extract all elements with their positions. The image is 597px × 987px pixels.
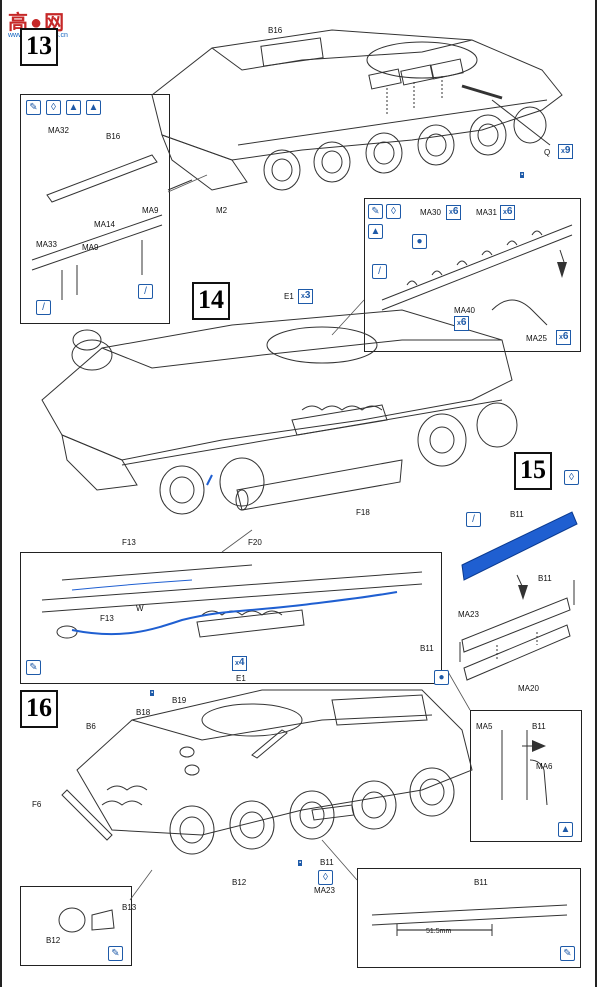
quantity-badge: x9 xyxy=(558,144,574,159)
glue-icon: ✎ xyxy=(26,100,41,115)
part-label: MA9 xyxy=(142,206,159,215)
inset-box-step13-right xyxy=(364,198,581,352)
right-arrow-icon xyxy=(532,740,546,752)
part-label: MA23 xyxy=(458,610,479,619)
quantity-badge: x4 xyxy=(232,656,248,671)
part-label: E1 xyxy=(236,674,246,683)
part-label: B19 xyxy=(172,696,187,705)
quantity-badge: x6 xyxy=(556,330,572,345)
reference-tag: ▪ xyxy=(298,860,303,866)
inset-box-step15-detail xyxy=(470,710,582,842)
step-number-14: 14 xyxy=(192,282,230,320)
part-label: B13 xyxy=(122,903,137,912)
bend-icon: ▲ xyxy=(66,100,81,115)
wire-highlight-blue xyxy=(71,591,398,636)
quantity-badge: x3 xyxy=(298,289,314,304)
detail-drawing-step16-insets xyxy=(58,904,568,936)
glue-icon: ✎ xyxy=(560,946,575,961)
part-label: MA5 xyxy=(476,722,493,731)
part-label: F13 xyxy=(122,538,136,547)
detail-drawing-step13-right xyxy=(381,224,573,326)
photo-etch-icon: / xyxy=(138,284,153,299)
part-label: F20 xyxy=(248,538,262,547)
part-label: M2 xyxy=(216,206,228,215)
part-label: B16 xyxy=(106,132,121,141)
part-label: F13 xyxy=(100,614,114,623)
bend-icon: ▲ xyxy=(558,822,573,837)
hull-drawing-step13 xyxy=(151,29,563,191)
reference-tag: ▪ xyxy=(150,690,155,696)
part-label: B16 xyxy=(268,26,283,35)
part-label: MA32 xyxy=(48,126,69,135)
part-label: W xyxy=(136,604,144,613)
reference-tag: ▪ xyxy=(520,172,525,178)
part-label: MA30 xyxy=(420,208,441,217)
step-number-13: 13 xyxy=(20,28,58,66)
glue-icon: ✎ xyxy=(368,204,383,219)
quantity-badge: x6 xyxy=(446,205,462,220)
part-label: B12 xyxy=(46,936,61,945)
quantity-badge: x6 xyxy=(454,316,470,331)
part-label: MA40 xyxy=(454,306,475,315)
part-label: B6 xyxy=(86,722,96,731)
handle-icon: ◊ xyxy=(564,470,579,485)
part-label: B11 xyxy=(420,644,434,653)
photo-etch-icon: / xyxy=(466,512,481,527)
part-label: E1 xyxy=(284,292,294,301)
quantity-badge: x6 xyxy=(500,205,516,220)
part-label: B11 xyxy=(474,878,488,887)
part-label: MA31 xyxy=(476,208,497,217)
photo-etch-icon: / xyxy=(372,264,387,279)
handle-icon: ◊ xyxy=(386,204,401,219)
handle-icon: ◊ xyxy=(318,870,333,885)
part-option-icon: ▲ xyxy=(86,100,101,115)
b11-highlight-part xyxy=(461,511,578,581)
photo-etch-icon: / xyxy=(36,300,51,315)
part-label: F18 xyxy=(356,508,370,517)
detail-drawing-step14-wire xyxy=(41,564,423,639)
detail-drawing-step13-left xyxy=(31,154,193,300)
part-label: Q xyxy=(544,148,551,157)
part-label: MA20 xyxy=(518,684,539,693)
part-label: B11 xyxy=(532,722,546,731)
part-label: B18 xyxy=(136,708,151,717)
part-label: MA14 xyxy=(94,220,115,229)
detail-drawing-step15 xyxy=(459,580,575,806)
part-label: MA23 xyxy=(314,886,335,895)
glue-icon: ✎ xyxy=(26,660,41,675)
inset-box-step16-right xyxy=(357,868,581,968)
step-number-15: 15 xyxy=(514,452,552,490)
drop-icon: ● xyxy=(412,234,427,249)
step-number-16: 16 xyxy=(20,690,58,728)
part-label: MA33 xyxy=(36,240,57,249)
handle-icon: ◊ xyxy=(46,100,61,115)
part-label: F6 xyxy=(32,800,42,809)
part-label: B11 xyxy=(510,510,524,519)
hull-drawing-step14 xyxy=(41,309,518,515)
drop-icon: ● xyxy=(434,670,449,685)
part-label: MA9 xyxy=(82,243,99,252)
bend-icon: ▲ xyxy=(368,224,383,239)
glue-icon: ✎ xyxy=(108,946,123,961)
down-arrow-icon xyxy=(518,585,528,600)
dimension-label: 51.5mm xyxy=(426,928,452,935)
part-label: MA25 xyxy=(526,334,547,343)
part-label: B12 xyxy=(232,878,247,887)
part-label: B11 xyxy=(538,574,552,583)
part-label: B11 xyxy=(320,858,334,867)
down-arrow-icon xyxy=(557,262,567,278)
hull-drawing-step16 xyxy=(61,689,473,855)
part-label: MA6 xyxy=(536,762,553,771)
